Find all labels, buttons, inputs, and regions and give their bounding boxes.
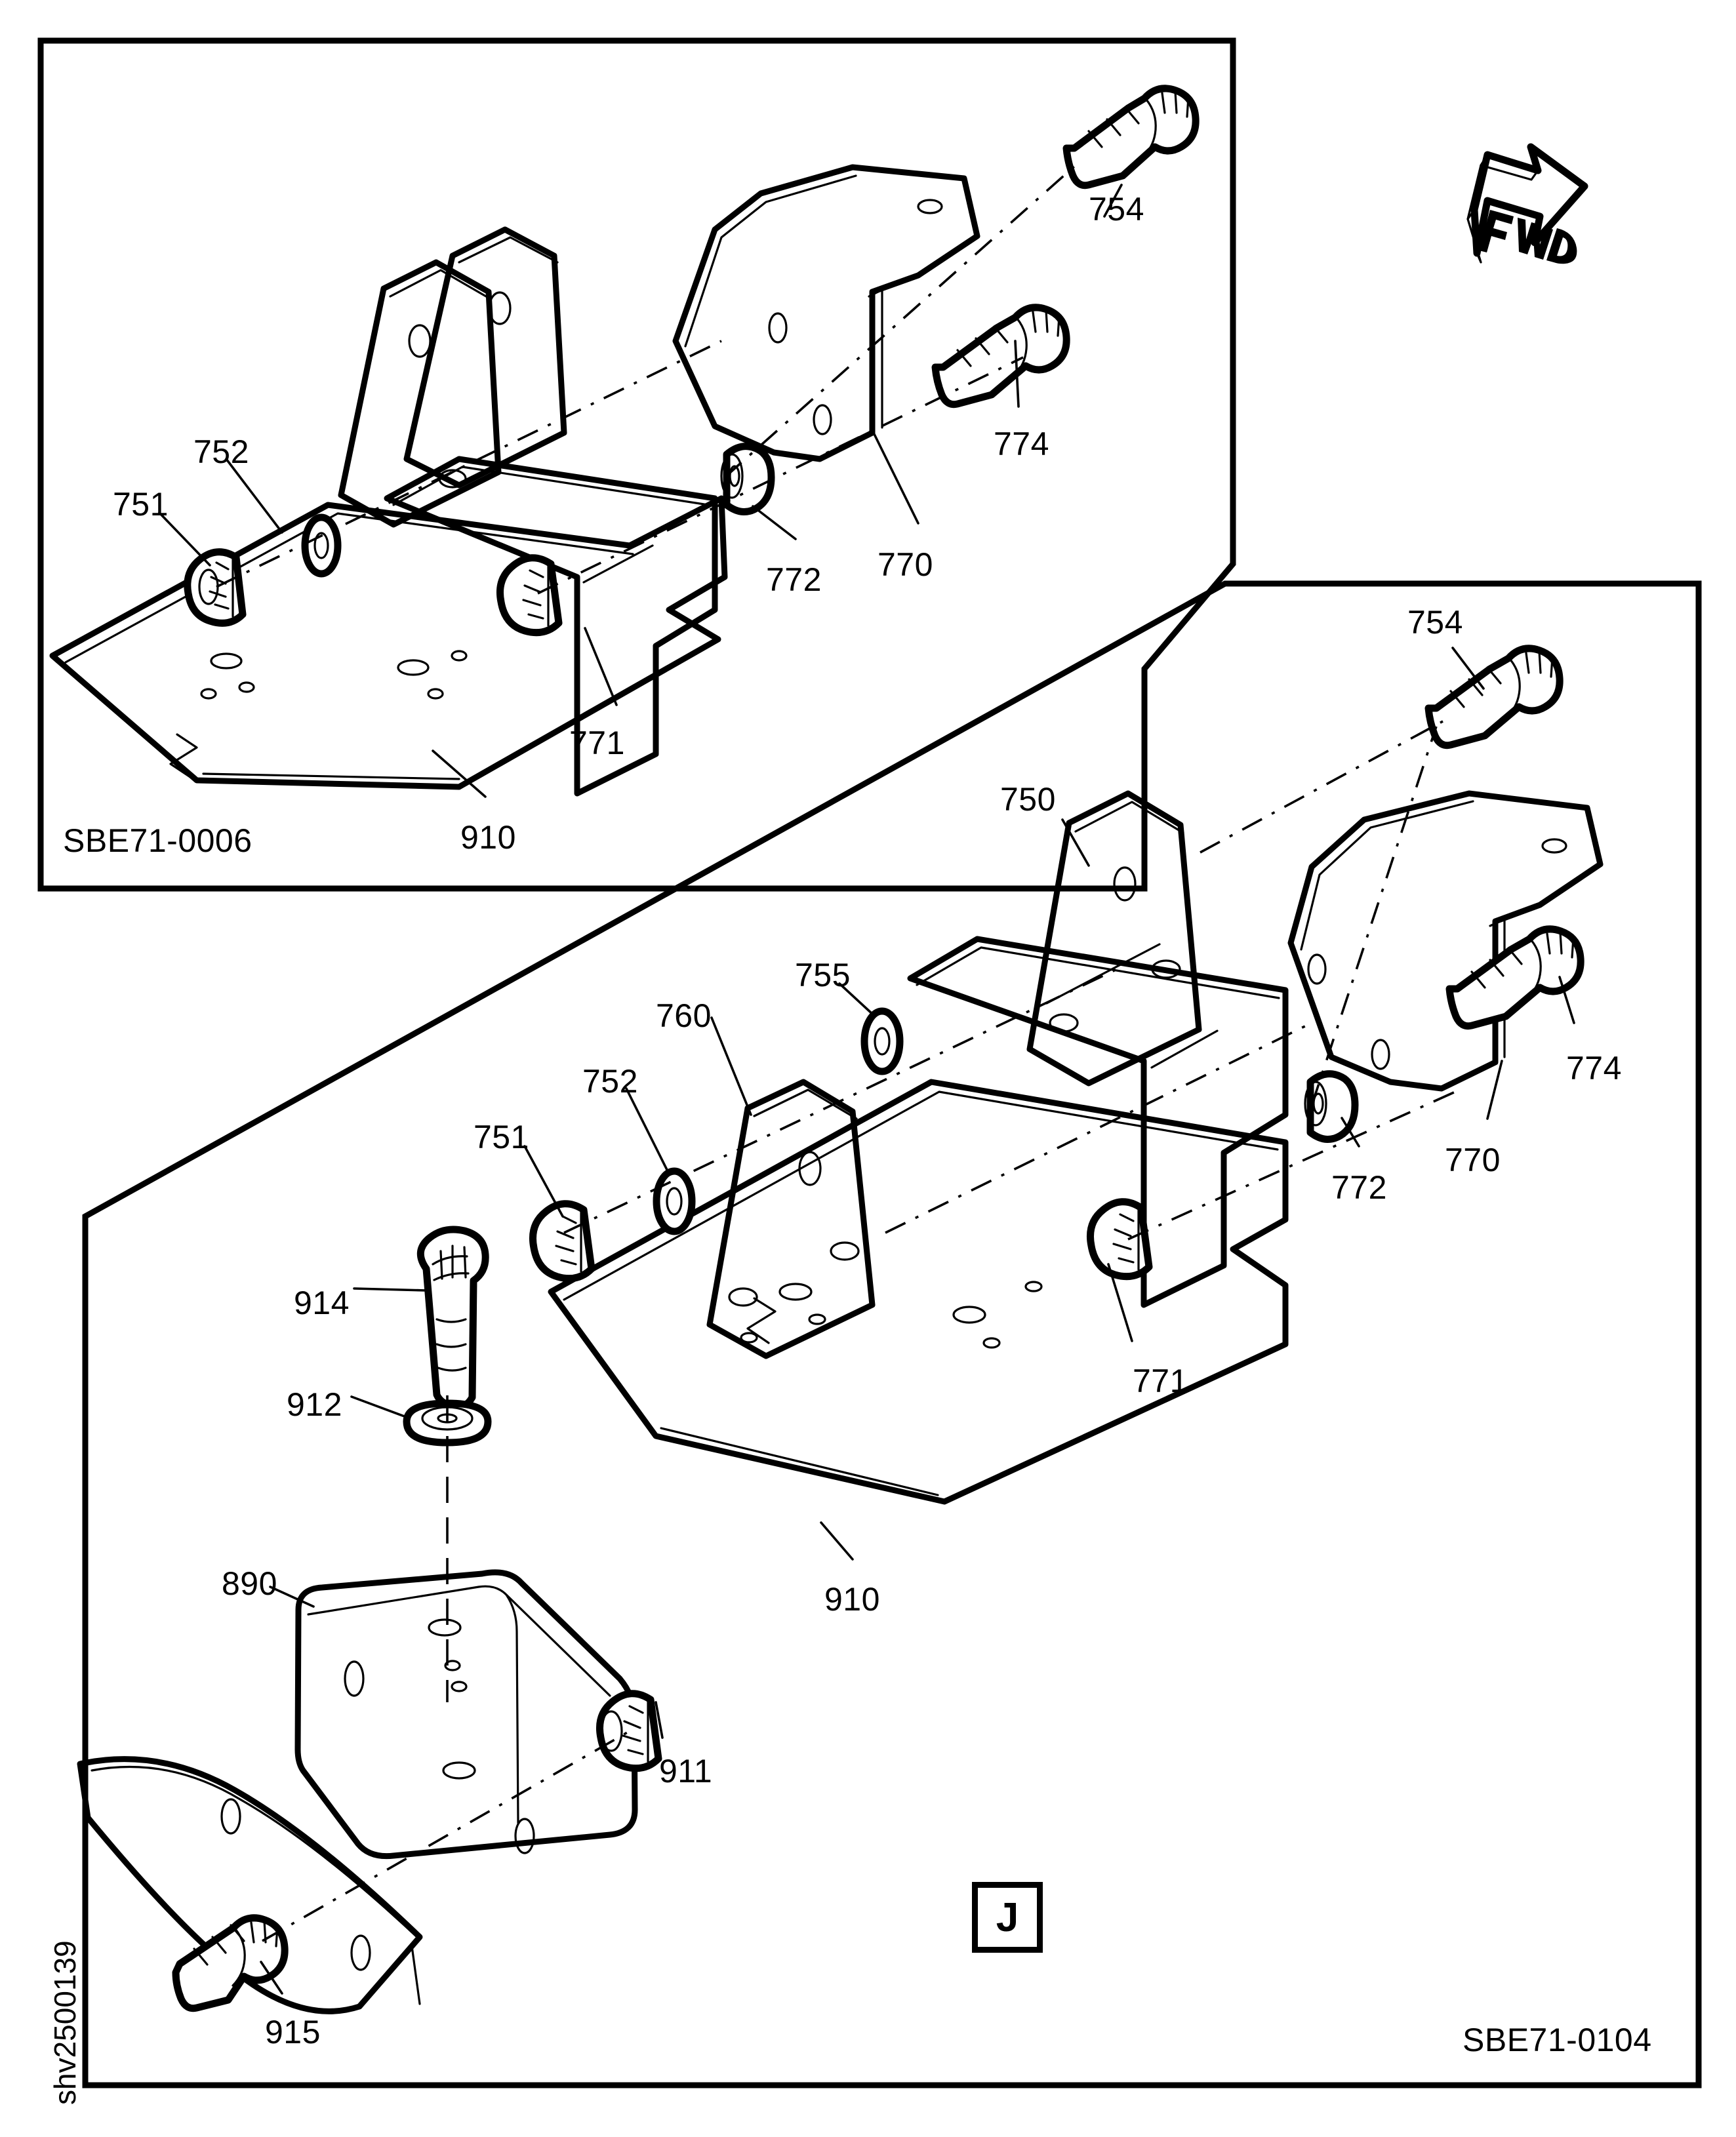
callout-772-inset: 772 <box>766 561 822 598</box>
callout-771-main: 771 <box>1133 1363 1188 1399</box>
inset-triangle-bracket-front <box>338 259 502 528</box>
main-centerline-b <box>885 1022 1312 1234</box>
callout-911-main: 911 <box>659 1753 713 1789</box>
inset-base-plate-910 <box>49 495 728 790</box>
main-bolt-754 <box>1424 645 1564 749</box>
main-bolt-911 <box>595 1690 662 1772</box>
callout-752-main: 752 <box>582 1063 638 1100</box>
inset-centerline-c <box>723 164 1077 479</box>
inset-bolt-754 <box>1062 85 1200 190</box>
main-exploded-assembly <box>77 645 1604 2014</box>
callout-910-main: 910 <box>824 1581 880 1618</box>
callout-910-inset: 910 <box>460 819 516 856</box>
callout-890-main: 890 <box>222 1565 277 1602</box>
main-panel-code: SBE71-0104 <box>1463 2022 1652 2058</box>
inset-centerline-b <box>537 356 1024 595</box>
callout-755-main: 755 <box>795 957 851 993</box>
inset-bolt-751 <box>184 548 247 627</box>
inset-bolt-774 <box>931 304 1070 409</box>
main-bracket-890 <box>294 1569 638 1860</box>
callout-772-main: 772 <box>1331 1169 1387 1206</box>
inset-panel-code: SBE71-0006 <box>63 822 252 859</box>
callout-771-inset: 771 <box>569 725 625 761</box>
inset-spacer-772 <box>720 443 775 515</box>
main-bolt-914 <box>416 1226 489 1411</box>
main-wall-plate <box>907 936 1289 1308</box>
callout-751-inset: 751 <box>113 486 169 523</box>
callout-770-inset: 770 <box>878 546 933 583</box>
callout-774-main: 774 <box>1566 1050 1622 1087</box>
main-triangle-bracket-750 <box>1026 790 1202 1087</box>
callout-914-main: 914 <box>294 1285 350 1321</box>
callout-770-main: 770 <box>1445 1142 1501 1178</box>
callout-750-main: 750 <box>1000 781 1056 818</box>
callout-760-main: 760 <box>656 997 712 1034</box>
main-centerline-c <box>1127 1087 1463 1241</box>
inset-leader-lines <box>158 184 1123 798</box>
main-centerline-f <box>262 1730 630 1942</box>
main-bolt-771 <box>1086 1198 1153 1281</box>
callout-752-inset: 752 <box>193 433 249 470</box>
main-leader-lines <box>260 647 1575 1995</box>
main-centerline-e <box>1200 720 1443 854</box>
main-deck-plate <box>548 1079 1289 1505</box>
fwd-arrow-icon <box>1466 143 1588 264</box>
main-washer-752 <box>653 1167 696 1235</box>
main-bolt-774 <box>1445 925 1585 1030</box>
callout-912-main: 912 <box>287 1386 342 1423</box>
main-centerline-a <box>563 963 1129 1234</box>
callout-751-main: 751 <box>474 1119 529 1155</box>
main-washer-755 <box>860 1007 904 1075</box>
inset-exploded-assembly <box>49 85 1200 797</box>
inset-bolt-771 <box>496 554 563 637</box>
main-panel-frame <box>82 580 1702 2088</box>
inset-washer-752 <box>301 513 342 578</box>
callout-915-main: 915 <box>265 2014 321 2050</box>
main-curved-strap <box>77 1756 423 2014</box>
callout-754-main: 754 <box>1407 604 1463 641</box>
inset-panel-frame <box>37 37 1236 892</box>
drawing-number: shv2500139 <box>48 1940 82 2105</box>
callout-774-inset: 774 <box>994 426 1049 462</box>
inset-triangle-bracket-back <box>403 226 567 489</box>
inset-bracket-770 <box>672 164 980 462</box>
section-marker-j: J <box>972 1882 1043 1953</box>
callout-754-inset: 754 <box>1089 191 1144 228</box>
main-triangle-bracket-760 <box>706 1079 876 1359</box>
main-centerline-d <box>1310 726 1438 1106</box>
